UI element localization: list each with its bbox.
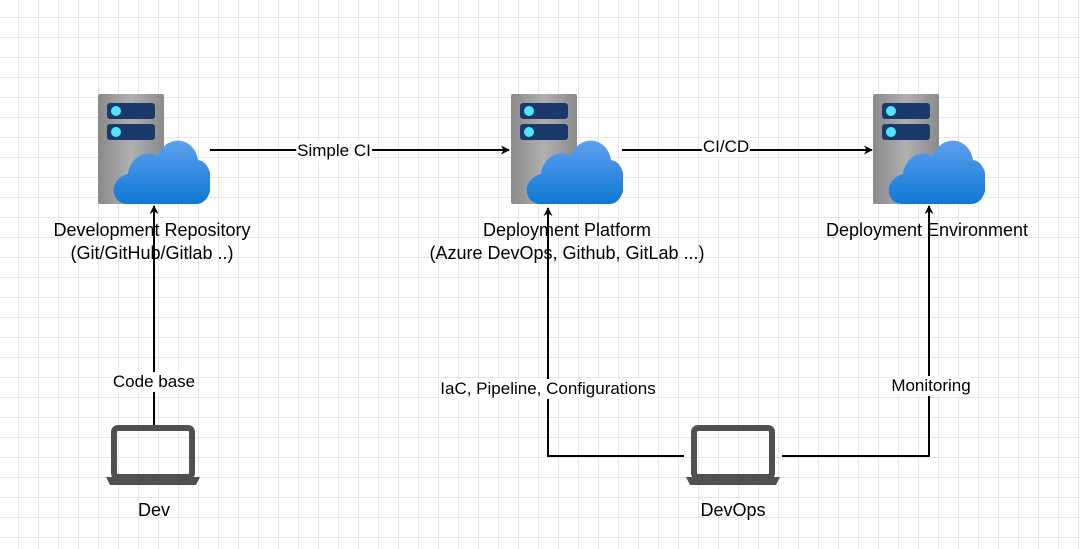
laptop-icon[interactable] <box>106 428 200 485</box>
node-subtitle: (Azure DevOps, Github, GitLab ...) <box>429 243 705 263</box>
edge-label-simple-ci[interactable]: Simple CI <box>296 141 372 161</box>
node-title: Development Repository <box>53 220 251 240</box>
node-label-devops[interactable]: DevOps <box>700 499 765 522</box>
node-label-development-repository[interactable]: Development Repository (Git/GitHub/Gitla… <box>53 219 250 265</box>
laptop-icon[interactable] <box>686 428 780 485</box>
cloud-server-icon[interactable] <box>511 94 624 204</box>
cloud-server-icon[interactable] <box>873 94 986 204</box>
node-label-deployment-environment[interactable]: Deployment Environment <box>826 219 1028 242</box>
edge-label-code-base[interactable]: Code base <box>111 372 197 392</box>
edge-label-ci-cd[interactable]: CI/CD <box>701 137 751 157</box>
node-subtitle: (Git/GitHub/Gitlab ..) <box>70 243 234 263</box>
node-label-deployment-platform[interactable]: Deployment Platform (Azure DevOps, Githu… <box>429 219 704 265</box>
edge-iac <box>543 207 684 457</box>
cloud-server-icon[interactable] <box>98 94 211 204</box>
edge-label-iac[interactable]: IaC, Pipeline, Configurations <box>439 379 657 399</box>
node-title: Deployment Platform <box>482 220 652 240</box>
edge-label-monitoring[interactable]: Monitoring <box>890 376 972 396</box>
node-title: Dev <box>137 500 171 520</box>
node-title: Deployment Environment <box>825 220 1029 240</box>
node-label-dev[interactable]: Dev <box>138 499 170 522</box>
edge-monitoring <box>782 205 934 457</box>
node-title: DevOps <box>700 500 766 520</box>
